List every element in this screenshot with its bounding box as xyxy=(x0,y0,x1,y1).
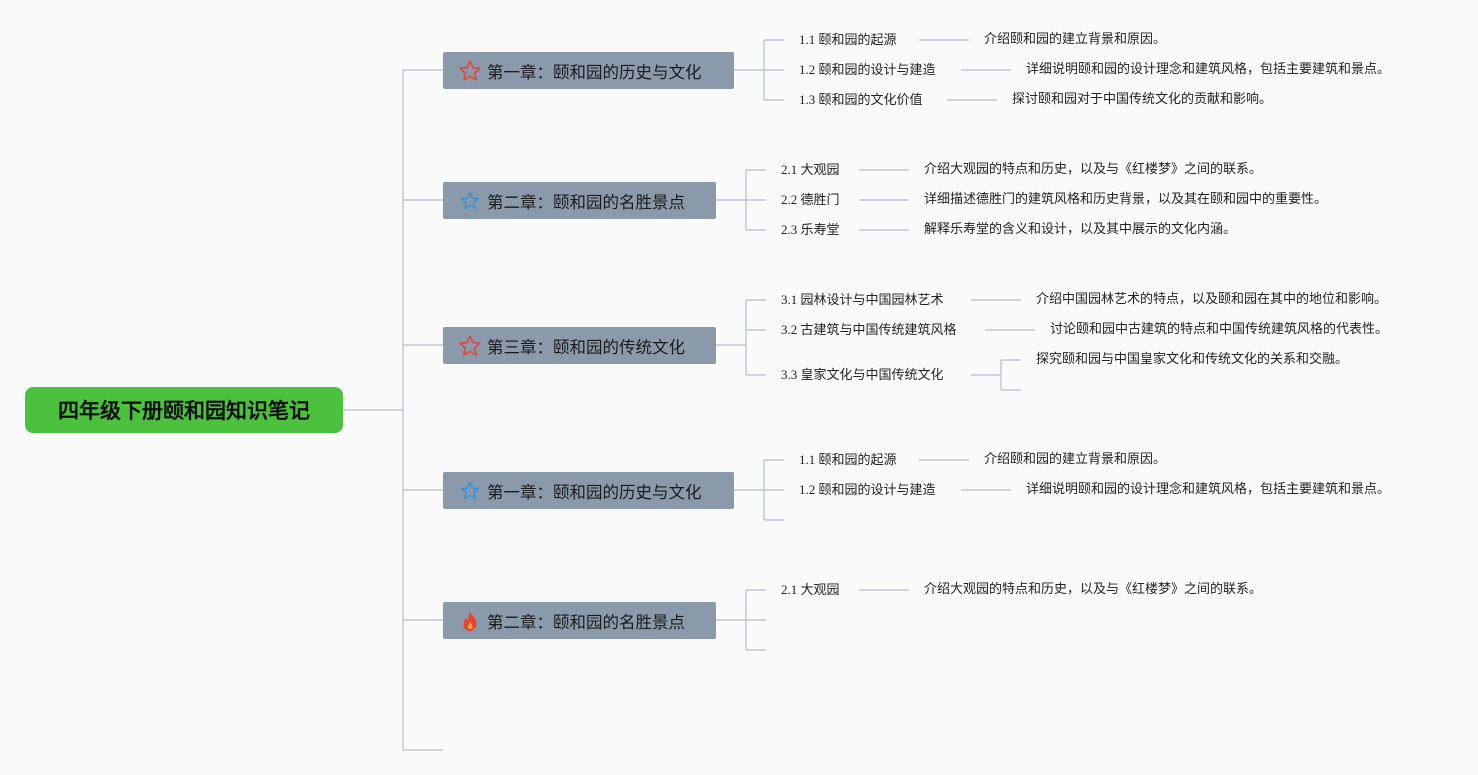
subtopic-4-1[interactable]: 1.1 颐和园的起源 xyxy=(799,452,897,467)
subtopic-2-1[interactable]: 2.1 大观园 xyxy=(781,162,840,177)
star-red-icon xyxy=(457,58,483,84)
chapter-node-3[interactable]: 第三章：颐和园的传统文化 xyxy=(443,327,716,364)
star-blue-icon xyxy=(457,188,483,214)
star-blue-icon xyxy=(457,478,483,504)
chapter-title: 第一章：颐和园的历史与文化 xyxy=(487,482,702,502)
chapter-title: 第三章：颐和园的传统文化 xyxy=(487,337,685,357)
subtopic-2-1-desc[interactable]: 介绍大观园的特点和历史，以及与《红楼梦》之间的联系。 xyxy=(924,162,1263,177)
chapter-node-1[interactable]: 第一章：颐和园的历史与文化 xyxy=(443,52,734,89)
chapter-node-5[interactable]: 第二章：颐和园的名胜景点 xyxy=(443,602,716,639)
subtopic-1-3[interactable]: 1.3 颐和园的文化价值 xyxy=(799,92,923,107)
chapter-title: 第二章：颐和园的名胜景点 xyxy=(487,192,685,212)
chapter-title: 第二章：颐和园的名胜景点 xyxy=(487,612,685,632)
subtopic-3-1[interactable]: 3.1 园林设计与中国园林艺术 xyxy=(781,292,944,307)
root-topic[interactable]: 四年级下册颐和园知识笔记 xyxy=(25,387,343,433)
subtopic-5-1[interactable]: 2.1 大观园 xyxy=(781,582,840,597)
subtopic-3-3-desc[interactable]: 探究颐和园与中国皇家文化和传统文化的关系和交融。 xyxy=(1036,352,1349,367)
chapter-node-2[interactable]: 第二章：颐和园的名胜景点 xyxy=(443,182,716,219)
subtopic-2-3[interactable]: 2.3 乐寿堂 xyxy=(781,222,840,237)
chapter-title: 第一章：颐和园的历史与文化 xyxy=(487,62,702,82)
subtopic-3-3[interactable]: 3.3 皇家文化与中国传统文化 xyxy=(781,367,944,382)
subtopic-4-2[interactable]: 1.2 颐和园的设计与建造 xyxy=(799,482,936,497)
subtopic-2-2-desc[interactable]: 详细描述德胜门的建筑风格和历史背景，以及其在颐和园中的重要性。 xyxy=(924,192,1328,207)
subtopic-2-3-desc[interactable]: 解释乐寿堂的含义和设计，以及其中展示的文化内涵。 xyxy=(924,222,1237,237)
fire-icon xyxy=(457,608,483,634)
subtopic-4-1-desc[interactable]: 介绍颐和园的建立背景和原因。 xyxy=(984,452,1167,467)
subtopic-3-1-desc[interactable]: 介绍中国园林艺术的特点，以及颐和园在其中的地位和影响。 xyxy=(1036,292,1388,307)
subtopic-3-2[interactable]: 3.2 古建筑与中国传统建筑风格 xyxy=(781,322,957,337)
subtopic-3-2-desc[interactable]: 讨论颐和园中古建筑的特点和中国传统建筑风格的代表性。 xyxy=(1050,322,1389,337)
subtopic-1-1[interactable]: 1.1 颐和园的起源 xyxy=(799,32,897,47)
subtopic-5-1-desc[interactable]: 介绍大观园的特点和历史，以及与《红楼梦》之间的联系。 xyxy=(924,582,1263,597)
subtopic-1-2-desc[interactable]: 详细说明颐和园的设计理念和建筑风格，包括主要建筑和景点。 xyxy=(1026,62,1391,77)
star-red-icon xyxy=(457,333,483,359)
subtopic-1-3-desc[interactable]: 探讨颐和园对于中国传统文化的贡献和影响。 xyxy=(1012,92,1273,107)
subtopic-4-2-desc[interactable]: 详细说明颐和园的设计理念和建筑风格，包括主要建筑和景点。 xyxy=(1026,482,1391,497)
subtopic-1-2[interactable]: 1.2 颐和园的设计与建造 xyxy=(799,62,936,77)
chapter-node-4[interactable]: 第一章：颐和园的历史与文化 xyxy=(443,472,734,509)
subtopic-2-2[interactable]: 2.2 德胜门 xyxy=(781,192,840,207)
subtopic-1-1-desc[interactable]: 介绍颐和园的建立背景和原因。 xyxy=(984,32,1167,47)
